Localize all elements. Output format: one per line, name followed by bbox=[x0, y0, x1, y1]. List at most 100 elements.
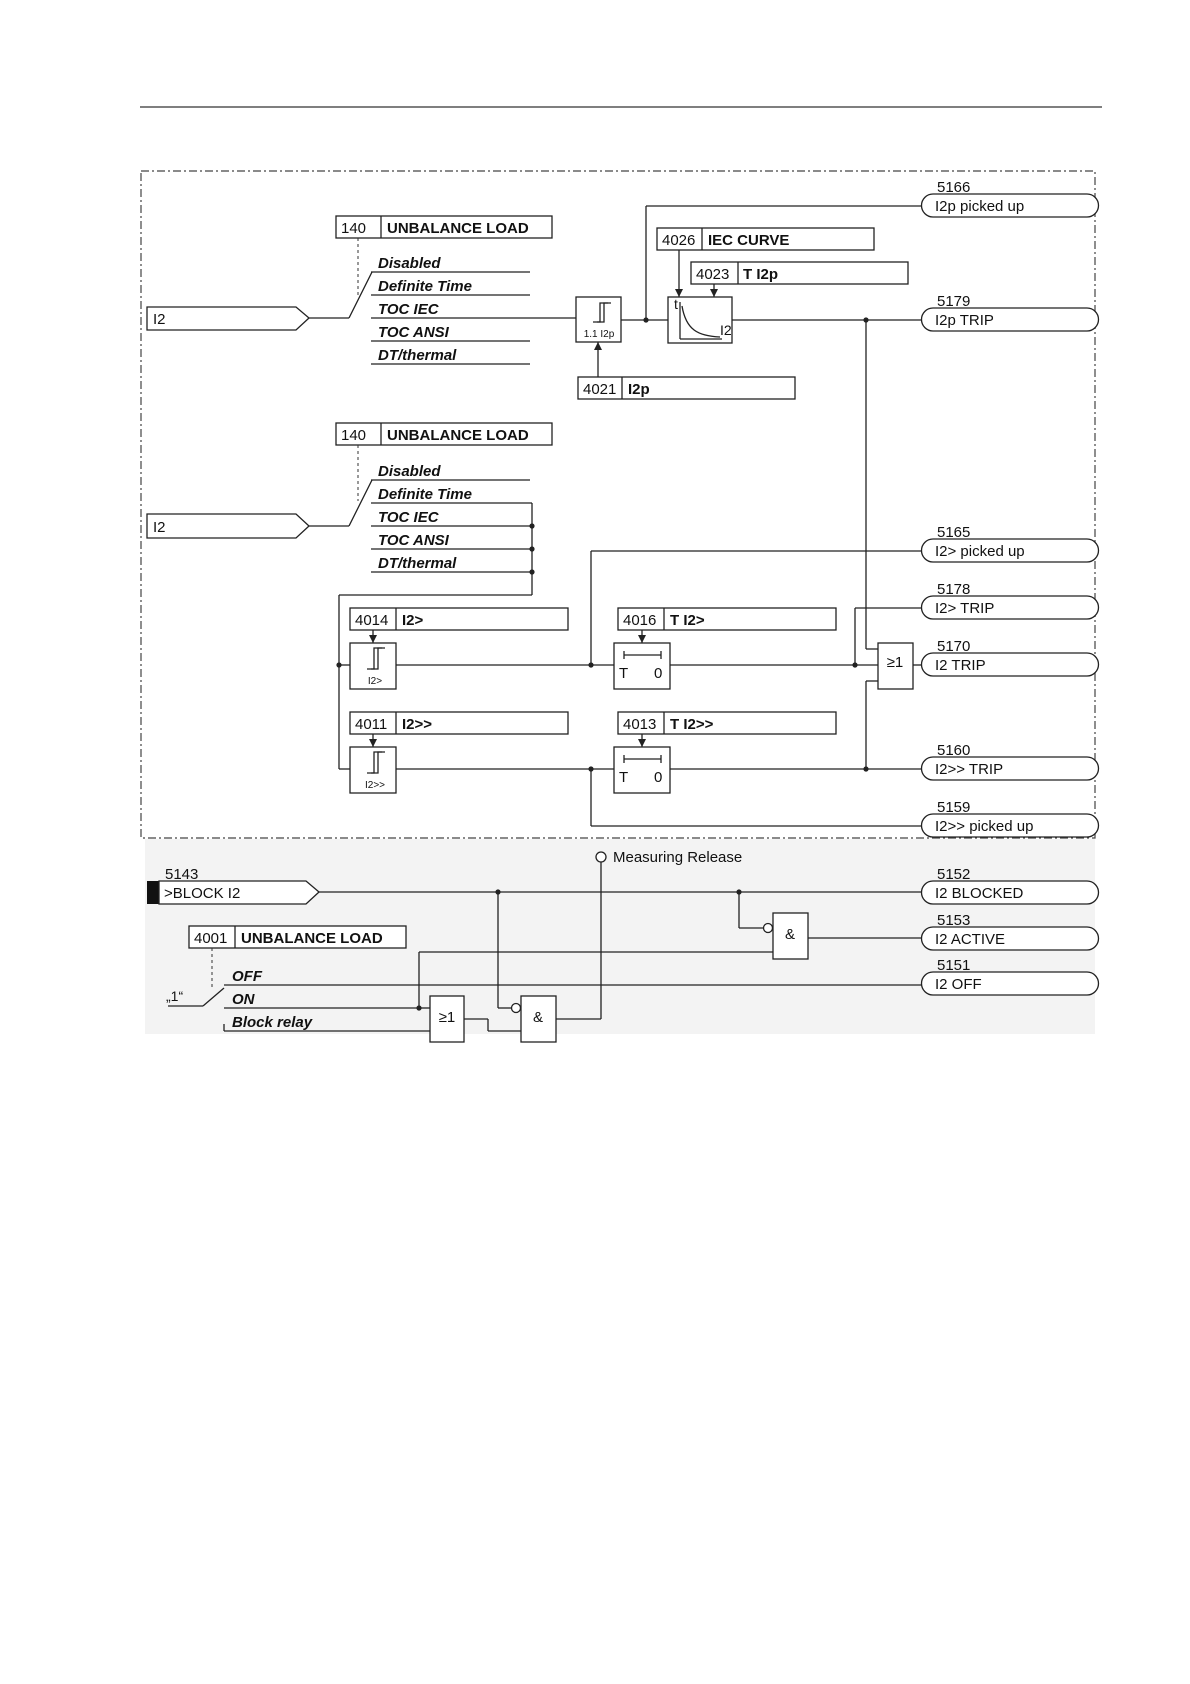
svg-text:≥1: ≥1 bbox=[439, 1009, 456, 1026]
svg-text:t: t bbox=[674, 296, 678, 312]
svg-text:4013: 4013 bbox=[623, 716, 656, 733]
svg-text:0: 0 bbox=[654, 769, 662, 786]
mode-block-relay: Block relay bbox=[232, 1014, 313, 1031]
svg-text:5179: 5179 bbox=[937, 293, 970, 310]
onoff-switch bbox=[202, 987, 225, 1007]
param-4026: 4026 IEC CURVE bbox=[656, 227, 875, 251]
svg-text:5153: 5153 bbox=[937, 912, 970, 929]
svg-text:I2p TRIP: I2p TRIP bbox=[935, 312, 994, 329]
svg-text:5165: 5165 bbox=[937, 524, 970, 541]
param-4023: 4023 T I2p bbox=[690, 261, 909, 285]
svg-text:T: T bbox=[619, 769, 628, 786]
svg-text:UNBALANCE LOAD: UNBALANCE LOAD bbox=[387, 427, 529, 444]
svg-text:4021: 4021 bbox=[583, 381, 616, 398]
param-4014: 4014 I2> bbox=[349, 607, 569, 631]
mode-list-top: Disabled Definite Time TOC IEC TOC ANSI … bbox=[371, 255, 530, 365]
output-5152: 5152 I2 BLOCKED bbox=[920, 866, 1100, 905]
mode-toc-iec: TOC IEC bbox=[378, 509, 440, 526]
svg-text:5166: 5166 bbox=[937, 179, 970, 196]
svg-text:5159: 5159 bbox=[937, 799, 970, 816]
threshold-i2gt: I2> bbox=[349, 642, 397, 690]
mode-on: ON bbox=[232, 991, 256, 1008]
svg-text:140: 140 bbox=[341, 427, 366, 444]
measuring-release-symbol bbox=[595, 851, 607, 863]
or-gate-release: ≥1 bbox=[429, 995, 465, 1043]
svg-text:I2>>: I2>> bbox=[365, 780, 385, 791]
output-5151: 5151 I2 OFF bbox=[920, 957, 1100, 996]
svg-text:I2p: I2p bbox=[628, 381, 650, 398]
svg-text:I2>>: I2>> bbox=[402, 716, 432, 733]
timer-i2gtgt: T 0 bbox=[613, 746, 671, 794]
svg-text:4014: 4014 bbox=[355, 612, 388, 629]
param-num: 140 bbox=[341, 220, 366, 237]
svg-text:4001: 4001 bbox=[194, 930, 227, 947]
output-5153: 5153 I2 ACTIVE bbox=[920, 912, 1100, 951]
and-gate-active: & bbox=[772, 912, 809, 960]
svg-text:I2 ACTIVE: I2 ACTIVE bbox=[935, 931, 1005, 948]
svg-text:4011: 4011 bbox=[355, 716, 387, 733]
svg-text:I2> picked up: I2> picked up bbox=[935, 543, 1025, 560]
iec-curve-element: t I2 bbox=[667, 296, 733, 344]
svg-text:I2>> TRIP: I2>> TRIP bbox=[935, 761, 1003, 778]
svg-text:5152: 5152 bbox=[937, 866, 970, 883]
output-5165: 5165 I2> picked up bbox=[920, 524, 1100, 563]
onoff-list: OFF ON Block relay bbox=[223, 968, 922, 1032]
svg-text:5178: 5178 bbox=[937, 581, 970, 598]
param-4001: 4001 UNBALANCE LOAD bbox=[188, 925, 407, 949]
svg-text:I2p picked up: I2p picked up bbox=[935, 198, 1024, 215]
constant-one: „1“ bbox=[166, 988, 183, 1004]
mode-disabled: Disabled bbox=[378, 255, 441, 272]
mode-definite-time: Definite Time bbox=[378, 278, 472, 295]
input-i2-mid: I2 bbox=[146, 513, 310, 539]
svg-text:I2>> picked up: I2>> picked up bbox=[935, 818, 1033, 835]
output-5160: 5160 I2>> TRIP bbox=[920, 742, 1100, 781]
svg-text:I2> TRIP: I2> TRIP bbox=[935, 600, 994, 617]
param-140-mid: 140 UNBALANCE LOAD bbox=[335, 422, 553, 446]
svg-text:I2: I2 bbox=[153, 519, 166, 536]
mode-list-mid: Disabled Definite Time TOC IEC TOC ANSI … bbox=[371, 463, 532, 573]
input-block-i2: 5143 >BLOCK I2 bbox=[147, 866, 320, 905]
threshold-i2gtgt: I2>> bbox=[349, 746, 397, 794]
svg-text:I2: I2 bbox=[153, 311, 166, 328]
param-4021: 4021 I2p bbox=[577, 376, 796, 400]
svg-text:T: T bbox=[619, 665, 628, 682]
svg-text:I2: I2 bbox=[720, 322, 732, 338]
svg-text:I2 TRIP: I2 TRIP bbox=[935, 657, 986, 674]
svg-text:I2 BLOCKED: I2 BLOCKED bbox=[935, 885, 1024, 902]
output-5178: 5178 I2> TRIP bbox=[920, 581, 1100, 620]
mode-switch-mid bbox=[348, 479, 373, 527]
function-frame bbox=[140, 170, 1096, 839]
svg-text:1.1 I2p: 1.1 I2p bbox=[584, 329, 615, 340]
measuring-release-label: Measuring Release bbox=[613, 849, 742, 866]
param-4011: 4011 I2>> bbox=[349, 711, 569, 735]
svg-text:I2>: I2> bbox=[402, 612, 424, 629]
svg-text:0: 0 bbox=[654, 665, 662, 682]
threshold-i2p: 1.1 I2p bbox=[575, 296, 622, 343]
output-5159: 5159 I2>> picked up bbox=[920, 799, 1100, 838]
svg-text:5143: 5143 bbox=[165, 866, 198, 883]
mode-toc-ansi: TOC ANSI bbox=[378, 324, 450, 341]
mode-dt-thermal: DT/thermal bbox=[378, 347, 457, 364]
mode-definite-time: Definite Time bbox=[378, 486, 472, 503]
svg-text:≥1: ≥1 bbox=[887, 654, 904, 671]
svg-text:&: & bbox=[785, 926, 795, 943]
mode-off: OFF bbox=[232, 968, 263, 985]
svg-text:4026: 4026 bbox=[662, 232, 695, 249]
param-label: UNBALANCE LOAD bbox=[387, 220, 529, 237]
input-i2-top: I2 bbox=[146, 306, 310, 331]
mode-switch-top bbox=[348, 271, 373, 319]
svg-text:5151: 5151 bbox=[937, 957, 970, 974]
svg-text:5170: 5170 bbox=[937, 638, 970, 655]
svg-text:>BLOCK I2: >BLOCK I2 bbox=[164, 885, 240, 902]
svg-text:I2>: I2> bbox=[368, 676, 382, 687]
and-gate-release: & bbox=[520, 995, 557, 1043]
svg-text:I2 OFF: I2 OFF bbox=[935, 976, 982, 993]
svg-text:T I2>>: T I2>> bbox=[670, 716, 714, 733]
or-gate-trip: ≥1 bbox=[877, 642, 914, 690]
mode-dt-thermal: DT/thermal bbox=[378, 555, 457, 572]
svg-text:4023: 4023 bbox=[696, 266, 729, 283]
mode-toc-ansi: TOC ANSI bbox=[378, 532, 450, 549]
mode-disabled: Disabled bbox=[378, 463, 441, 480]
svg-text:T I2>: T I2> bbox=[670, 612, 705, 629]
